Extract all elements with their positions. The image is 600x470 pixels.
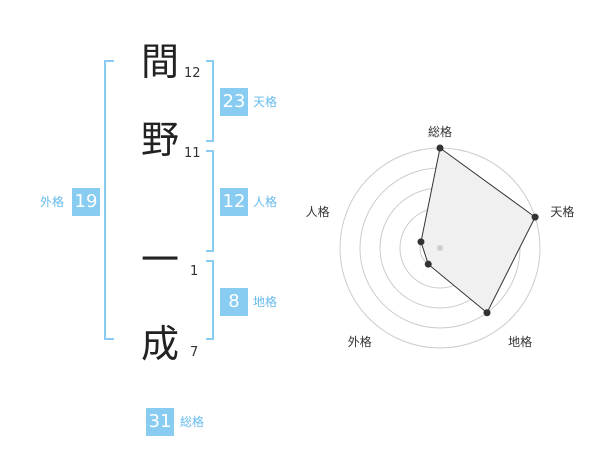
chikaku-value: 8	[220, 288, 248, 316]
radar-point-2	[531, 213, 539, 221]
gaikaku-value: 19	[72, 188, 100, 216]
stroke-count-1: 12	[184, 66, 201, 81]
soukaku-value: 31	[146, 408, 174, 436]
radar-point-3	[483, 309, 491, 317]
jinkaku-bracket	[206, 150, 214, 252]
radar-axis-label-3: 地格	[508, 334, 532, 349]
chikaku-bracket	[206, 260, 214, 340]
gaikaku-label: 外格	[40, 195, 65, 209]
stroke-count-3: 1	[190, 264, 199, 279]
tenkaku-value: 23	[220, 88, 248, 116]
name-char-3: 一	[141, 238, 180, 282]
radar-point-5	[417, 238, 425, 246]
radar-axis-label-1: 総格	[428, 124, 452, 139]
name-char-4: 成	[141, 322, 180, 366]
radar-axis-label-2: 天格	[550, 204, 574, 219]
radar-center	[437, 245, 443, 251]
stroke-count-4: 7	[190, 345, 199, 360]
radar-axis-label-5: 人格	[306, 204, 330, 219]
radar-point-1	[436, 144, 444, 152]
tenkaku-label: 天格	[253, 95, 278, 109]
radar-point-4	[424, 260, 432, 268]
stroke-count-2: 11	[184, 146, 201, 161]
soukaku-label: 総格	[180, 415, 205, 429]
radar-axis-label-4: 外格	[348, 334, 372, 349]
name-char-1: 間	[141, 40, 180, 84]
radar-area	[420, 147, 536, 314]
jinkaku-value: 12	[220, 188, 248, 216]
tenkaku-bracket	[206, 60, 214, 142]
chikaku-label: 地格	[253, 295, 278, 309]
gaikaku-bracket	[104, 60, 114, 340]
jinkaku-label: 人格	[253, 195, 278, 209]
name-char-2: 野	[141, 118, 180, 162]
